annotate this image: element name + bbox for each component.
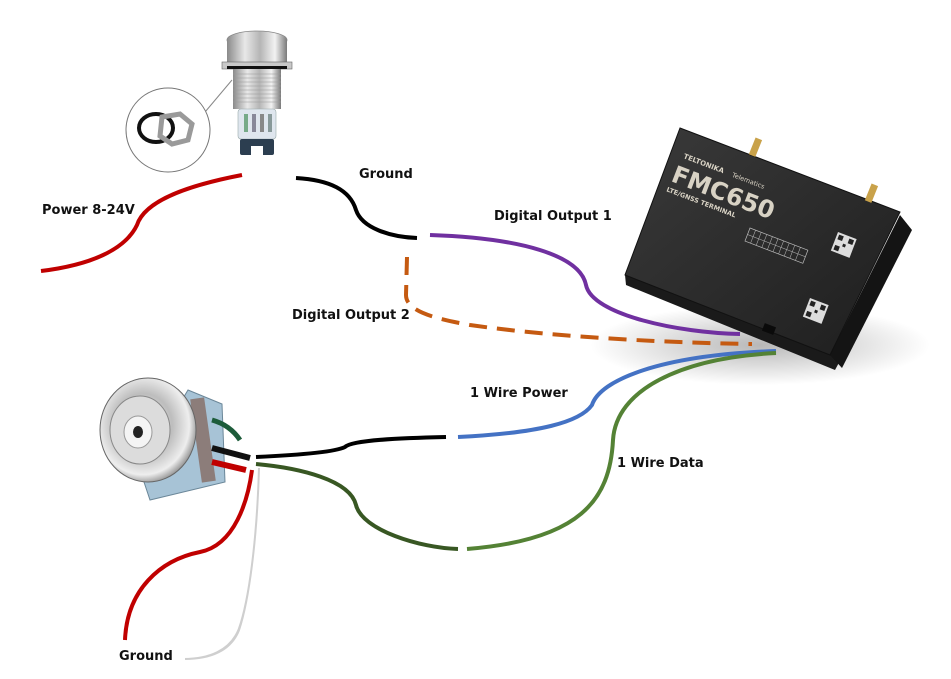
wire-digital-output-1 <box>429 233 741 336</box>
qr-code-icon <box>802 298 829 324</box>
gnss-antenna-connector <box>864 183 879 203</box>
ibutton-reader <box>99 377 251 501</box>
label-1wire-data: 1 Wire Data <box>617 456 704 471</box>
device-top <box>624 127 901 356</box>
wire-reader-red <box>123 469 254 641</box>
label-1wire-power: 1 Wire Power <box>470 386 568 401</box>
wire-1wire-data-green <box>466 351 777 551</box>
label-digital-output-1: Digital Output 1 <box>494 209 612 224</box>
o-ring-icon <box>137 112 175 144</box>
label-power: Power 8-24V <box>42 203 135 218</box>
wire-digital-output-2 <box>403 256 753 346</box>
inset-circle <box>125 87 211 173</box>
button-gasket <box>227 66 287 69</box>
label-ground-top: Ground <box>359 167 413 182</box>
fmc650-device: TELTONIKA Telematics FMC650 LTE/GNSS TER… <box>590 127 930 385</box>
button-head <box>227 40 287 62</box>
device-side <box>625 225 905 370</box>
wire-ground-bottom-white <box>183 466 258 658</box>
wire-power <box>40 173 243 273</box>
label-ground-bottom: Ground <box>119 649 173 664</box>
hex-nut-icon <box>157 111 195 147</box>
device-2x10-socket <box>761 323 777 335</box>
wire-1wire-power-blue <box>457 349 777 439</box>
label-digital-output-2: Digital Output 2 <box>292 308 410 323</box>
device-connector-grid <box>744 227 809 264</box>
reader-led-icon <box>133 426 143 438</box>
wire-1wire-power-black <box>255 435 447 459</box>
wire-ground-top <box>295 176 418 240</box>
push-button <box>125 30 293 173</box>
qr-code-icon <box>830 232 857 258</box>
wire-1wire-data-darkgreen <box>255 462 459 551</box>
cellular-antenna-connector <box>748 137 763 157</box>
button-thread <box>233 69 281 109</box>
reader-nut-side <box>190 397 216 483</box>
